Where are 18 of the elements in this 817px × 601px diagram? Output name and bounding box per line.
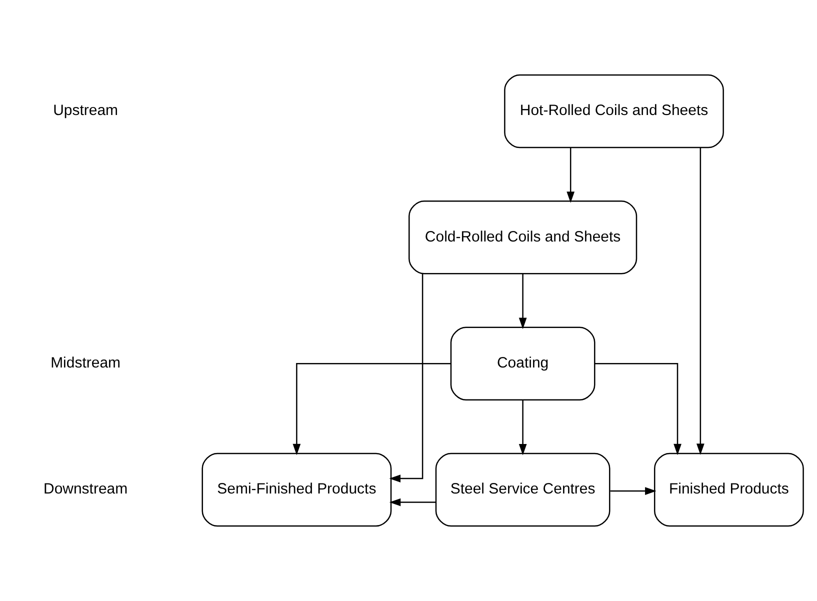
arrow — [518, 400, 527, 456]
arrow — [696, 148, 704, 455]
node-box: Coating — [450, 326, 596, 400]
label: Upstream — [53, 102, 118, 120]
arrow — [389, 498, 436, 506]
arrow — [566, 148, 575, 203]
arrow — [518, 274, 527, 330]
arrow — [292, 362, 451, 456]
label: Midstream — [50, 354, 121, 372]
node-box: Finished Products — [654, 452, 804, 527]
node-box: Cold-Rolled Coils and Sheets — [408, 200, 638, 274]
arrow — [389, 274, 424, 482]
node-box: Hot-Rolled Coils and Sheets — [504, 74, 724, 148]
node-box: Semi-Finished Products — [202, 452, 392, 527]
label: Downstream — [43, 480, 128, 498]
arrow — [594, 362, 682, 456]
node-box: Steel Service Centres — [435, 452, 610, 527]
arrow — [610, 487, 656, 495]
